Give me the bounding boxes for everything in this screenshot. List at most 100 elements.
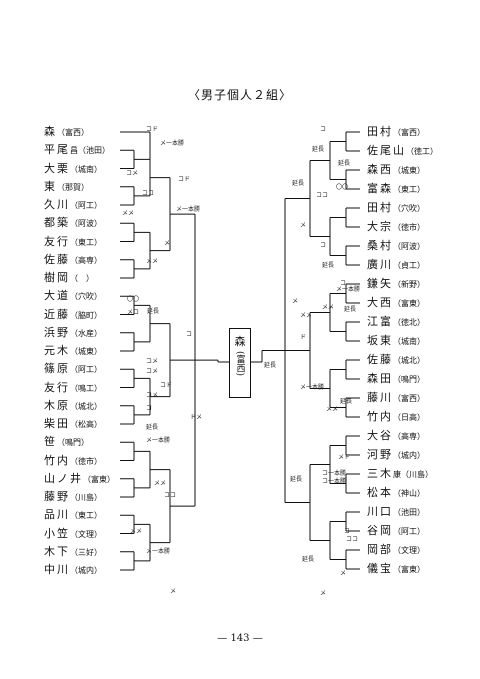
right-entrant: 江富（徳北）	[367, 314, 467, 330]
match-annotation: コメ	[146, 368, 159, 375]
entrant-school: （富西）	[393, 128, 425, 137]
match-annotation: コ	[320, 126, 327, 133]
entrant-name: 三木	[367, 467, 393, 480]
match-annotation: コド	[160, 382, 173, 389]
entrant-name: 都築	[44, 216, 70, 230]
left-entrant: 品川（東工）	[44, 507, 144, 523]
match-annotation: メメ	[146, 258, 159, 265]
entrant-school: （三好）	[70, 547, 102, 557]
entrant-school: （高専）	[70, 255, 102, 265]
right-entrant: 岡部（文理）	[367, 542, 467, 558]
left-entrant: 篠原（阿工）	[44, 361, 144, 377]
entrant-school: （脇町）	[70, 310, 102, 320]
entrant-name: 田村	[367, 125, 393, 138]
entrant-school: （城内）	[393, 451, 425, 460]
entrant-school: （富西）	[393, 394, 425, 403]
match-annotation: メ	[292, 298, 299, 305]
right-entrant: 田村（富西）	[367, 124, 467, 140]
right-entrant: 田村（穴吹）	[367, 200, 467, 216]
entrant-name: 大道	[44, 289, 70, 303]
entrant-name: 富森	[367, 182, 393, 195]
entrant-name: 平尾	[44, 143, 70, 157]
match-annotation: メメ	[326, 406, 339, 413]
match-annotation: コ	[320, 242, 327, 249]
entrant-name: 樹岡	[44, 271, 70, 284]
entrant-name: 鎌矢	[367, 277, 393, 290]
match-annotation: 延長	[322, 262, 335, 269]
match-annotation: コ	[340, 280, 347, 287]
entrant-name: 藤川	[367, 391, 393, 404]
entrant-name: 大西	[367, 296, 393, 309]
match-annotation: メ	[164, 240, 171, 247]
entrant-name: 儀宝	[367, 562, 393, 575]
left-entrant: 東（那賀）	[44, 179, 144, 195]
match-annotation: メメ	[322, 304, 335, 311]
entrant-name: 浜野	[44, 325, 70, 339]
entrant-name: 友行	[44, 380, 70, 394]
match-annotation: メコ	[127, 309, 140, 316]
entrant-name: 山ノ井	[44, 471, 83, 485]
entrant-school: （富東）	[393, 299, 425, 308]
entrant-name: 森	[44, 125, 57, 138]
match-annotation: コメ	[126, 170, 139, 177]
match-annotation: 延長	[290, 476, 303, 483]
entrant-school: （富東）	[83, 474, 115, 484]
entrant-school: （新野）	[393, 280, 425, 289]
left-entrant: 山ノ井（富東）	[44, 471, 144, 487]
match-annotation: コド	[178, 176, 191, 183]
entrant-school: （富東）	[393, 565, 425, 574]
entrant-school: （阿工）	[393, 527, 425, 536]
left-entrant: 木下（三好）	[44, 544, 144, 560]
entrant-name: 廣川	[367, 258, 393, 271]
entrant-school: （城内）	[70, 566, 102, 575]
entrant-school: （鳴門）	[393, 375, 425, 384]
entrant-school: （神山）	[393, 489, 425, 498]
entrant-school: （阿工）	[70, 365, 102, 375]
match-annotation: ココ	[142, 190, 155, 197]
entrant-school: （池田）	[393, 508, 425, 517]
right-entrant: 松本（神山）	[367, 485, 467, 501]
right-entrant: 富森（東工）	[367, 181, 467, 197]
entrant-school: （城東）	[393, 166, 425, 175]
page-title: 〈男子個人２組〉	[187, 88, 292, 102]
right-entrant: 佐尾山（徳工）	[367, 143, 467, 159]
entrant-school: （徳北）	[393, 318, 425, 327]
match-annotation: メ	[340, 570, 347, 577]
right-entrant: 河野（城内）	[367, 447, 467, 463]
right-entrant: 大西（富東）	[367, 295, 467, 311]
match-annotation: メド	[338, 454, 351, 461]
entrant-school: （城北）	[393, 356, 425, 365]
right-entrant: 大谷（高専）	[367, 428, 467, 444]
left-entrant: 都築（阿波）	[44, 215, 144, 231]
match-annotation: メ一本勝	[300, 384, 325, 391]
champion-box: 森 (富西)	[229, 328, 251, 398]
entrant-name: 木原	[44, 398, 70, 412]
entrant-name: 中川	[44, 563, 70, 576]
entrant-school: （阿波）	[393, 242, 425, 251]
left-entrant: 藤野（川島）	[44, 489, 144, 505]
entrant-school: （川島）	[70, 493, 102, 502]
match-annotation: 延長	[264, 362, 277, 369]
match-annotation: ドメ	[190, 414, 203, 421]
entrant-school: （高専）	[393, 432, 425, 441]
entrant-name: 竹内	[44, 453, 70, 467]
entrant-name: 木下	[44, 544, 70, 558]
entrant-school: （ ）	[70, 274, 94, 283]
entrant-school: （富西）	[57, 128, 89, 137]
right-entrant: 谷岡（阿工）	[367, 523, 467, 539]
left-entrant: 中川（城内）	[44, 562, 144, 578]
right-entrant: 鎌矢（新野）	[367, 276, 467, 292]
entrant-school: （徳工）	[406, 147, 438, 156]
entrant-school: （阿工）	[70, 201, 102, 210]
entrant-name: 森田	[367, 372, 393, 385]
right-entrant: 竹内（日高）	[367, 409, 467, 425]
match-annotation: ココ	[316, 192, 329, 199]
entrant-school: （鳴門）	[57, 438, 89, 448]
left-entrant: 浜野（水産）	[44, 325, 144, 341]
entrant-name: 桑村	[367, 239, 393, 252]
right-entrant: 大宗（徳市）	[367, 219, 467, 235]
right-entrant: 藤川（富西）	[367, 390, 467, 406]
match-annotation: メ一本勝	[146, 437, 171, 444]
right-entrant: 儀宝（富東）	[367, 561, 467, 577]
